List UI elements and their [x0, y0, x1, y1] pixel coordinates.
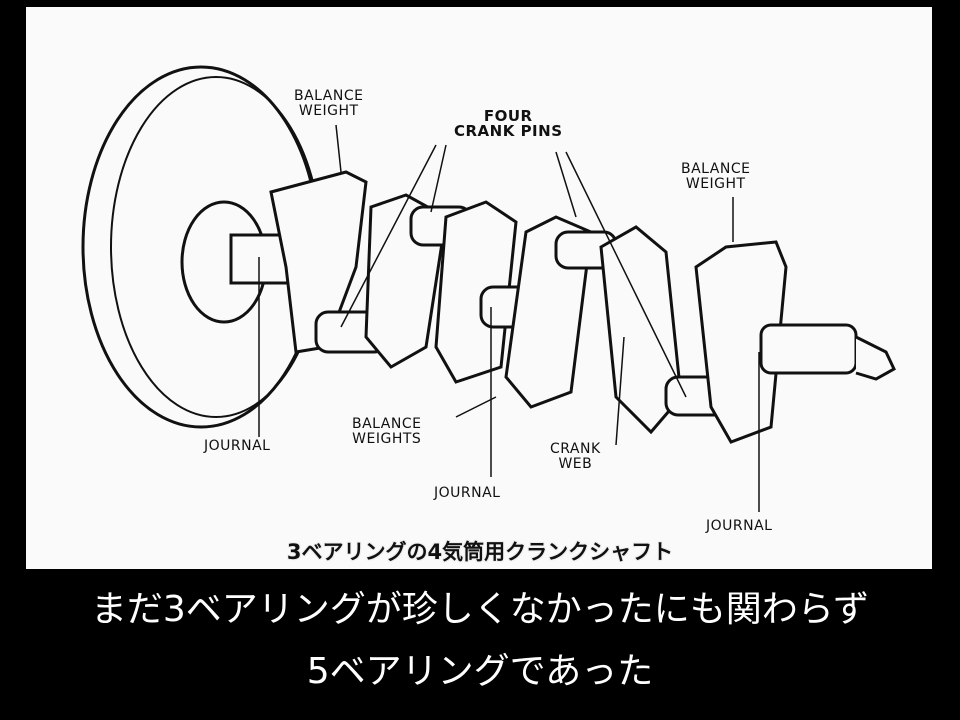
label-balance-weight-right: BALANCE WEIGHT: [681, 161, 751, 192]
crank-web-1: [269, 170, 368, 354]
subtitle-line-2: 5ベアリングであった: [306, 651, 654, 692]
label-four-crank-pins: FOUR CRANK PINS: [454, 107, 563, 140]
label-journal-center: JOURNAL: [434, 485, 501, 501]
label-balance-weights: BALANCE WEIGHTS: [352, 416, 422, 447]
shaft-end: [855, 335, 896, 381]
crankshaft-illustration: [81, 65, 896, 512]
diagram-panel: BALANCE WEIGHT FOUR CRANK PINS BALANCE W…: [26, 7, 932, 569]
label-balance-weight-left: BALANCE WEIGHT: [294, 88, 364, 119]
label-journal-right: JOURNAL: [706, 518, 773, 534]
crank-web-3: [434, 200, 518, 384]
label-journal-left: JOURNAL: [204, 438, 271, 454]
diagram-caption: 3ベアリングの4気筒用クランクシャフト: [286, 540, 674, 564]
subtitle-line-1: まだ3ベアリングが珍しくなかったにも関わらず: [90, 589, 870, 630]
journal-right-shaft: [759, 323, 858, 375]
label-crank-web: CRANK WEB: [550, 441, 601, 472]
